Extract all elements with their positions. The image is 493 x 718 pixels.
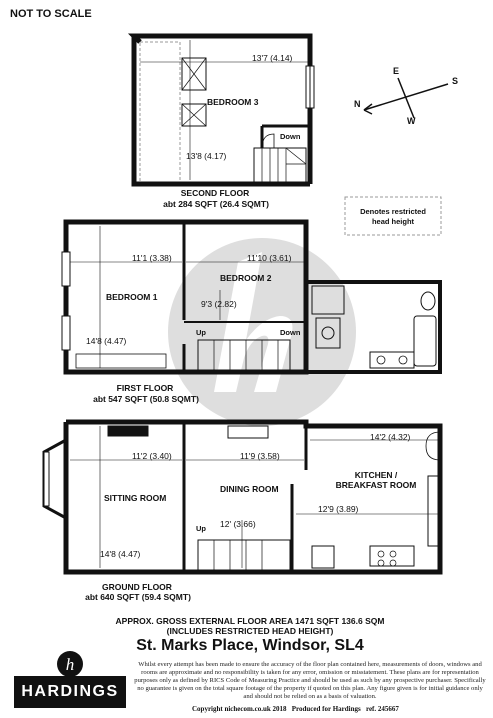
first-floor-stairs-up: Up bbox=[196, 328, 206, 337]
sitting-room-width: 11'2 (3.40) bbox=[132, 451, 172, 461]
footer-line: Copyright nichecom.co.uk 2018 Produced f… bbox=[192, 705, 399, 713]
brand-name: HARDINGS bbox=[21, 683, 119, 700]
legend-line-2: head height bbox=[371, 217, 415, 226]
kitchen-label-2: BREAKFAST ROOM bbox=[335, 480, 417, 490]
restricted-head-height-zone bbox=[139, 41, 181, 185]
compass-s: S bbox=[452, 76, 459, 86]
footer-ref: ref. 245667 bbox=[365, 705, 399, 713]
dining-room-length: 12' (3.66) bbox=[220, 519, 256, 529]
first-floor-plan bbox=[61, 219, 442, 375]
total-area-note: (INCLUDES RESTRICTED HEAD HEIGHT) bbox=[166, 626, 334, 636]
ground-floor-area: abt 640 SQFT (59.4 SQMT) bbox=[85, 592, 191, 602]
scale-note: NOT TO SCALE bbox=[10, 8, 92, 20]
ground-floor-plan bbox=[42, 419, 443, 575]
bedroom-1-length: 14'8 (4.47) bbox=[86, 336, 127, 346]
bedroom-3-width: 13'7 (4.14) bbox=[252, 53, 293, 63]
svg-text:h: h bbox=[66, 655, 75, 674]
ground-floor-stairs-up: Up bbox=[196, 524, 206, 533]
bedroom-3-label: BEDROOM 3 bbox=[207, 97, 259, 107]
compass-w: W bbox=[407, 116, 416, 126]
kitchen-length: 12'9 (3.89) bbox=[318, 504, 359, 514]
compass-rose bbox=[363, 77, 449, 119]
dining-room-width: 11'9 (3.58) bbox=[240, 451, 280, 461]
bedroom-1-width: 11'1 (3.38) bbox=[132, 253, 172, 263]
disclaimer-text: Whilst every attempt has been made to en… bbox=[134, 661, 486, 701]
kitchen-label-1: KITCHEN / bbox=[354, 470, 398, 480]
footer-produced: Produced for Hardings bbox=[291, 705, 361, 713]
sitting-room-label: SITTING ROOM bbox=[104, 493, 167, 503]
bedroom-2-length: 9'3 (2.82) bbox=[201, 299, 237, 309]
ground-floor-title: GROUND FLOOR bbox=[102, 582, 172, 592]
compass-e: E bbox=[393, 66, 400, 76]
watermark-logo bbox=[168, 238, 356, 426]
hardings-logo: h bbox=[14, 651, 126, 708]
bedroom-1-label: BEDROOM 1 bbox=[106, 292, 158, 302]
first-floor-area: abt 547 SQFT (50.8 SQMT) bbox=[93, 394, 199, 404]
footer-copyright: Copyright nichecom.co.uk 2018 bbox=[192, 705, 287, 713]
property-address: St. Marks Place, Windsor, SL4 bbox=[136, 637, 364, 654]
first-floor-title: FIRST FLOOR bbox=[116, 383, 174, 393]
dining-room-label: DINING ROOM bbox=[220, 484, 279, 494]
bedroom-2-width: 11'10 (3.61) bbox=[247, 253, 292, 263]
first-floor-stairs-down: Down bbox=[280, 328, 301, 337]
restricted-legend-box bbox=[344, 196, 442, 236]
sitting-room-length: 14'8 (4.47) bbox=[100, 549, 141, 559]
kitchen-width: 14'2 (4.32) bbox=[370, 432, 411, 442]
bedroom-2-label: BEDROOM 2 bbox=[220, 273, 272, 283]
legend-line-1: Denotes restricted bbox=[360, 207, 426, 216]
second-floor-plan bbox=[127, 33, 315, 187]
compass-n: N bbox=[354, 99, 361, 109]
total-area: APPROX. GROSS EXTERNAL FLOOR AREA 1471 S… bbox=[115, 616, 385, 626]
second-floor-stairs-down: Down bbox=[280, 132, 301, 141]
second-floor-area: abt 284 SQFT (26.4 SQMT) bbox=[163, 199, 269, 209]
second-floor-title: SECOND FLOOR bbox=[180, 188, 250, 198]
bedroom-3-length: 13'8 (4.17) bbox=[186, 151, 227, 161]
